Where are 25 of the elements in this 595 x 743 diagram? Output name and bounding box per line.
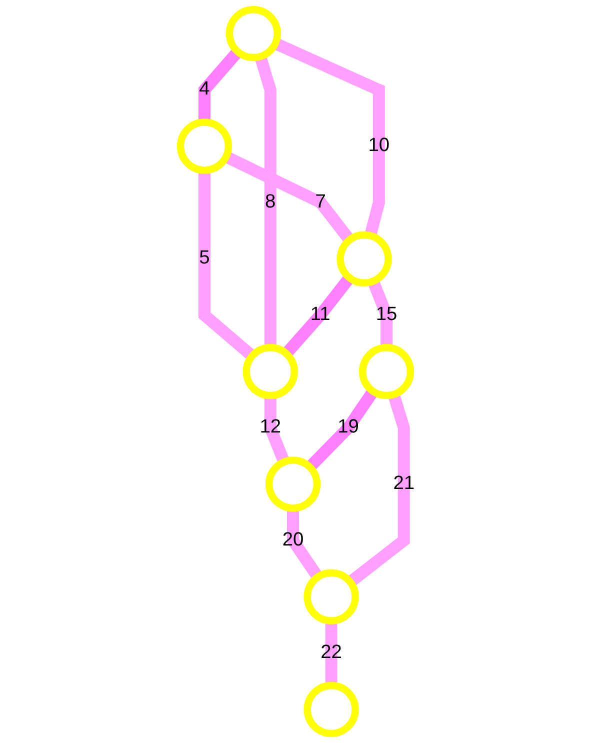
edge-label: 10 [368, 135, 390, 156]
node-circle [358, 344, 414, 400]
node-circle [242, 344, 298, 400]
connector [287, 508, 323, 580]
edge-label: 7 [315, 192, 326, 212]
edge-label: 21 [393, 473, 415, 494]
connector [325, 620, 338, 686]
edge-label: 4 [199, 79, 210, 100]
connector [198, 170, 256, 360]
edge-label: 22 [320, 642, 342, 663]
node-circle [336, 231, 392, 286]
edge-label: 20 [282, 530, 304, 550]
node-circle [226, 6, 281, 62]
edge-label: 8 [265, 192, 276, 212]
node-circle [176, 118, 232, 174]
edge-label: 15 [376, 304, 398, 325]
edge-label: 19 [338, 417, 359, 438]
edge-label: 5 [199, 248, 210, 268]
edge-label: 12 [260, 417, 282, 438]
node-circle [304, 682, 359, 737]
node-circle [304, 569, 359, 624]
connector [282, 274, 354, 358]
connector [306, 388, 378, 472]
edge-label: 11 [310, 304, 330, 325]
node-circle [265, 456, 321, 512]
